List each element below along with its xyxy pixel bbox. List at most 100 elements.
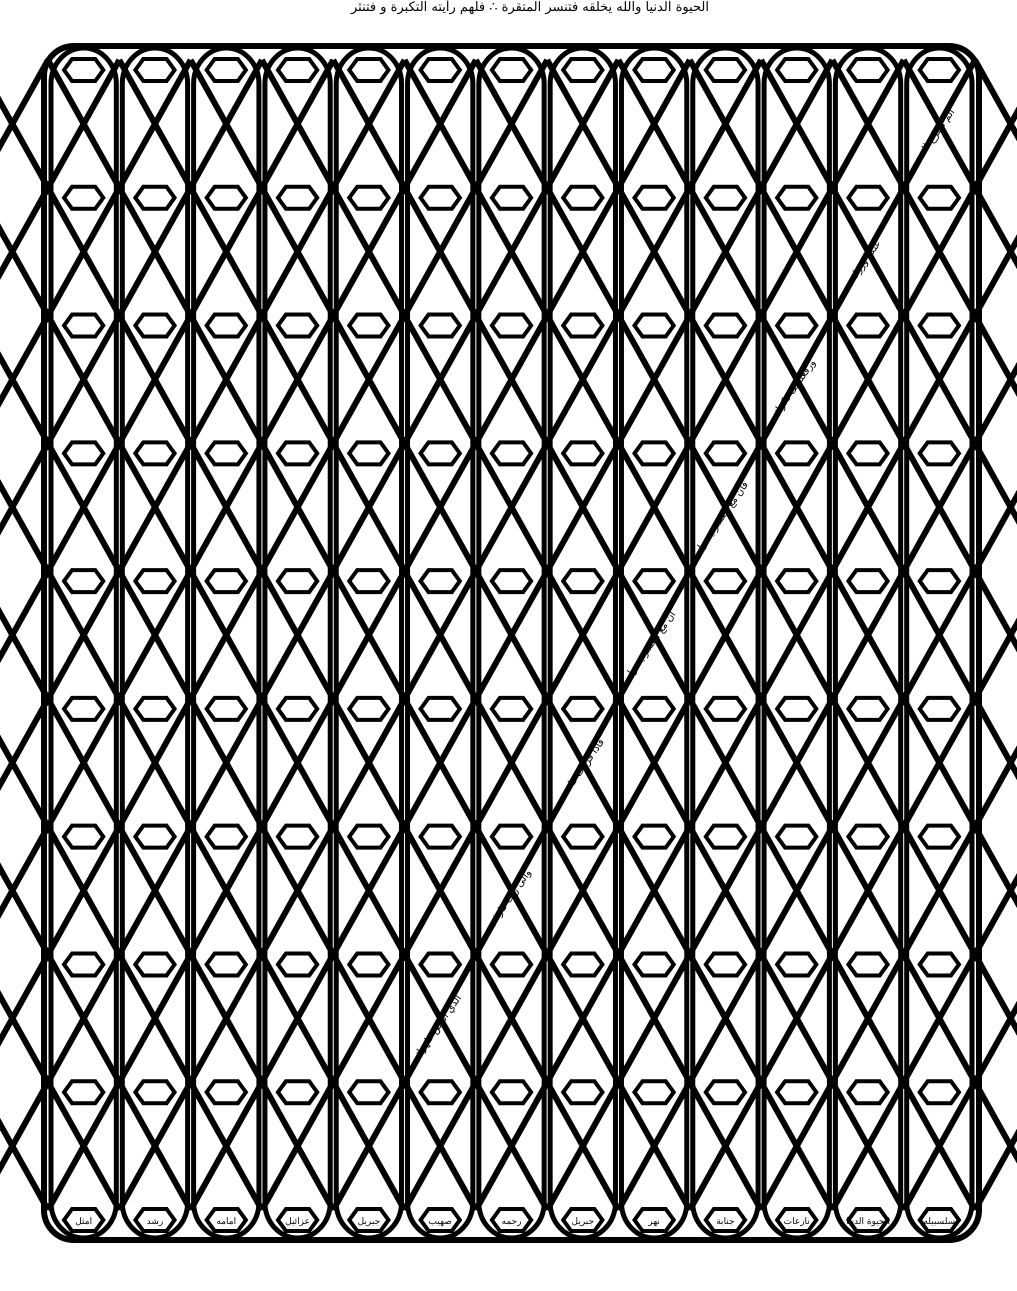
hexagon-medallion	[64, 315, 103, 337]
hexagon-medallion	[920, 187, 959, 209]
hexagon-medallion	[563, 442, 602, 464]
hexagon-medallion	[278, 1081, 317, 1103]
hexagon-medallion	[706, 570, 745, 592]
hexagon-medallion	[278, 442, 317, 464]
hexagon-medallion	[635, 442, 674, 464]
hexagon-medallion	[635, 570, 674, 592]
hexagon-medallion	[777, 953, 816, 975]
hexagon-medallion	[920, 570, 959, 592]
hexagon-medallion	[207, 570, 246, 592]
hexagon-medallion	[421, 826, 460, 848]
bottom-cell-label: عزائيل	[285, 1217, 310, 1227]
hexagon-medallion	[706, 953, 745, 975]
hexagon-medallion	[706, 826, 745, 848]
bottom-cell-label: امامه	[216, 1217, 236, 1227]
bottom-cell-label: جبريل	[358, 1217, 381, 1227]
hexagon-medallion	[135, 953, 174, 975]
hexagon-medallion	[64, 187, 103, 209]
hexagon-medallion	[492, 187, 531, 209]
hexagon-medallion	[848, 953, 887, 975]
hexagon-medallion	[848, 315, 887, 337]
lattice-diagonal-line	[0, 60, 405, 1210]
hexagon-medallion	[920, 826, 959, 848]
hexagon-medallion	[349, 442, 388, 464]
hexagon-medallion	[64, 442, 103, 464]
hexagon-medallion	[920, 442, 959, 464]
hexagon-medallion	[635, 953, 674, 975]
hexagon-medallion	[64, 1081, 103, 1103]
hexagon-medallion	[421, 953, 460, 975]
bottom-cell-label: صهيب	[429, 1217, 452, 1227]
lattice-diagonal-line	[476, 60, 1017, 1210]
hexagon-medallion	[777, 698, 816, 720]
hexagon-medallion	[349, 59, 388, 81]
hexagon-medallion	[349, 187, 388, 209]
hexagon-medallion	[135, 826, 174, 848]
lattice-diagonal-line	[0, 60, 262, 1210]
lattice-diagonal-line	[618, 60, 1017, 1210]
bottom-cell-label: امثل	[75, 1217, 92, 1227]
hexagon-medallion	[492, 1081, 531, 1103]
lattice-diagonal-line	[405, 60, 1017, 1210]
hexagon-medallion	[207, 315, 246, 337]
hexagon-medallion	[706, 315, 745, 337]
hexagon-medallion	[563, 570, 602, 592]
hexagon-medallion	[920, 315, 959, 337]
hexagon-medallion	[563, 1081, 602, 1103]
lattice-diagonal-line	[618, 60, 1017, 1210]
hexagon-medallion	[421, 1081, 460, 1103]
hexagon-medallion	[563, 826, 602, 848]
hexagon-medallion	[135, 315, 174, 337]
hexagon-medallion	[64, 698, 103, 720]
hexagon-medallion	[563, 315, 602, 337]
hexagon-medallion	[135, 187, 174, 209]
hexagon-medallion	[421, 59, 460, 81]
hexagon-medallion	[278, 953, 317, 975]
hexagon-medallion	[278, 826, 317, 848]
hexagon-medallion	[492, 442, 531, 464]
hexagon-medallion	[848, 698, 887, 720]
hexagon-medallion	[64, 953, 103, 975]
bottom-cell-label: سلسبيله	[923, 1217, 955, 1227]
hexagon-medallion	[207, 187, 246, 209]
hexagon-medallion	[777, 826, 816, 848]
bottom-cell-label: رشد	[147, 1217, 164, 1227]
hexagon-medallion	[135, 442, 174, 464]
bottom-cell-label: الحيوة الدنيا	[846, 1217, 890, 1227]
hexagon-medallion	[278, 570, 317, 592]
hexagon-medallion	[421, 698, 460, 720]
hexagon-medallion	[207, 59, 246, 81]
hexagon-medallion	[135, 698, 174, 720]
hexagon-medallion	[706, 698, 745, 720]
hexagon-medallion	[207, 698, 246, 720]
hexagon-medallion	[563, 59, 602, 81]
hexagon-medallion	[64, 59, 103, 81]
hexagon-medallion	[207, 953, 246, 975]
hexagon-medallion	[207, 826, 246, 848]
hexagon-medallion	[635, 698, 674, 720]
hexagon-medallion	[777, 1081, 816, 1103]
hexagon-medallion	[349, 315, 388, 337]
hexagon-medallion	[421, 570, 460, 592]
hexagon-medallion	[207, 442, 246, 464]
hexagon-medallion	[777, 442, 816, 464]
bottom-cell-label: نازعات	[784, 1217, 810, 1227]
hexagon-medallion	[635, 1081, 674, 1103]
hexagon-medallion	[421, 187, 460, 209]
hexagon-medallion	[492, 570, 531, 592]
hexagon-medallion	[421, 315, 460, 337]
lattice-diagonal-line	[476, 60, 1017, 1210]
hexagon-medallion	[635, 187, 674, 209]
hexagon-medallion	[777, 59, 816, 81]
bottom-cell-label: رحمه	[502, 1217, 522, 1227]
hexagon-medallion	[492, 315, 531, 337]
hexagon-medallion	[635, 315, 674, 337]
hexagon-medallion	[777, 187, 816, 209]
hexagon-medallion	[706, 1081, 745, 1103]
hexagon-medallion	[278, 315, 317, 337]
hexagon-medallion	[64, 826, 103, 848]
hexagon-medallion	[64, 570, 103, 592]
hexagon-medallion	[706, 59, 745, 81]
